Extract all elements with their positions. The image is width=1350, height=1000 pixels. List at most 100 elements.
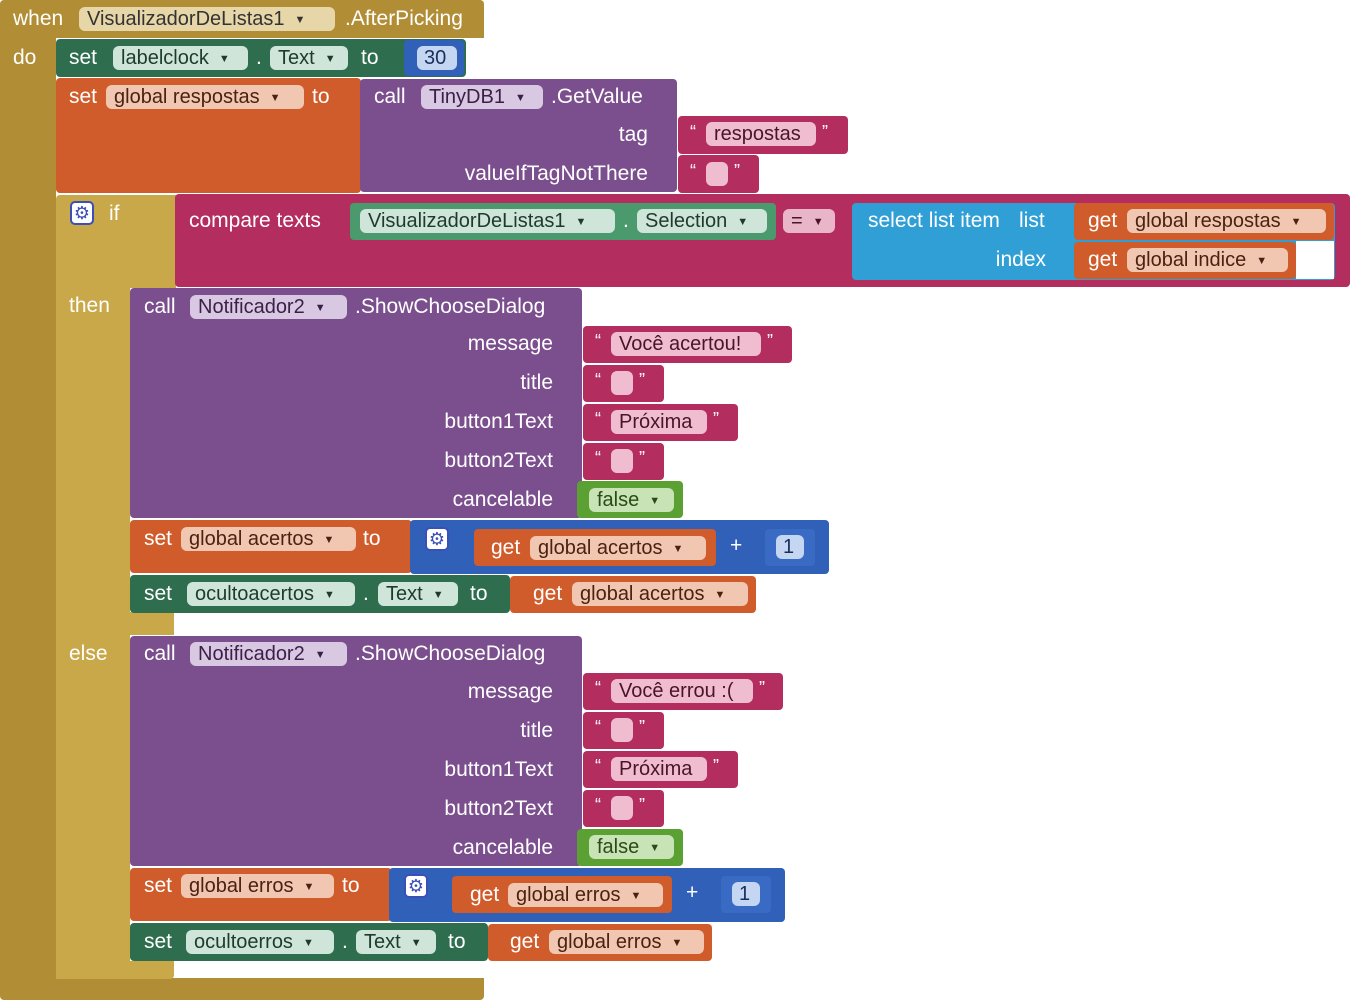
set-label: set xyxy=(69,85,98,108)
ocultoerros-dropdown[interactable]: ocultoerros▼ xyxy=(186,930,334,954)
dot-label: . xyxy=(363,582,369,605)
select-list-item-blank xyxy=(1296,241,1334,279)
set-label: set xyxy=(144,930,173,953)
then-label: then xyxy=(69,294,110,317)
quote-close: ” xyxy=(713,409,719,429)
list-label: list xyxy=(1019,209,1045,232)
if-block-bottom xyxy=(56,961,174,979)
event-component-dropdown[interactable]: VisualizadorDeListas1▼ xyxy=(79,7,335,31)
showchoosedialog-method-label: .ShowChooseDialog xyxy=(355,295,546,318)
get-indice-dropdown[interactable]: global indice▼ xyxy=(1127,248,1288,272)
get-acertos-dropdown-2[interactable]: global acertos▼ xyxy=(572,582,748,606)
call-label: call xyxy=(374,85,406,108)
quote-open: “ xyxy=(595,678,601,698)
call-label: call xyxy=(144,295,176,318)
set-label: set xyxy=(144,874,173,897)
text-value-title-else[interactable] xyxy=(611,718,633,742)
set-label: set xyxy=(144,582,173,605)
valueiftagnotthere-label: valueIfTagNotThere xyxy=(464,162,648,185)
when-label: when xyxy=(13,7,64,30)
to-label: to xyxy=(312,85,330,108)
text-value-button2-else[interactable] xyxy=(611,796,633,820)
labelclock-property-dropdown[interactable]: Text▼ xyxy=(270,46,348,70)
showchoosedialog-then-block[interactable] xyxy=(130,288,582,518)
number-value-1-acertos[interactable]: 1 xyxy=(776,535,804,559)
get-label: get xyxy=(491,536,521,559)
get-label: get xyxy=(510,930,540,953)
quote-close: ” xyxy=(822,122,828,142)
to-label: to xyxy=(361,46,379,69)
button1text-label: button1Text xyxy=(444,758,553,781)
to-label: to xyxy=(470,582,488,605)
add-mutator-gear-icon[interactable] xyxy=(404,874,428,898)
quote-open: “ xyxy=(595,409,601,429)
quote-open: “ xyxy=(595,331,601,351)
number-value-1-erros[interactable]: 1 xyxy=(732,882,760,906)
button2text-label: button2Text xyxy=(444,797,553,820)
selection-property-dropdown[interactable]: Selection▼ xyxy=(637,209,767,233)
event-block-bottom xyxy=(0,978,484,1000)
ocultoerros-property-dropdown[interactable]: Text▼ xyxy=(356,930,436,954)
showchoosedialog-else-block[interactable] xyxy=(130,636,582,866)
labelclock-dropdown[interactable]: labelclock▼ xyxy=(113,46,248,70)
plus-label: + xyxy=(730,534,743,557)
cancelable-label: cancelable xyxy=(452,488,553,511)
button2text-label: button2Text xyxy=(444,449,553,472)
if-mutator-gear-icon[interactable] xyxy=(70,201,94,225)
text-value-empty[interactable] xyxy=(706,162,728,186)
quote-close: ” xyxy=(759,678,765,698)
cancelable-else-dropdown[interactable]: false▼ xyxy=(589,835,674,859)
quote-open: “ xyxy=(690,122,696,142)
notificador-else-dropdown[interactable]: Notificador2▼ xyxy=(190,642,347,666)
title-label: title xyxy=(520,719,553,742)
respostas-var-dropdown[interactable]: global respostas▼ xyxy=(106,85,304,109)
quote-close: ” xyxy=(713,756,719,776)
get-respostas-dropdown[interactable]: global respostas▼ xyxy=(1127,209,1326,233)
ocultoacertos-property-dropdown[interactable]: Text▼ xyxy=(378,582,458,606)
text-value-message-else[interactable]: Você errou :( xyxy=(611,679,753,703)
get-acertos-dropdown[interactable]: global acertos▼ xyxy=(530,536,706,560)
text-value-button1-then[interactable]: Próxima xyxy=(611,410,707,434)
text-value-respostas[interactable]: respostas xyxy=(706,122,816,146)
get-label: get xyxy=(1088,209,1118,232)
compare-operator-dropdown[interactable]: =▼ xyxy=(783,209,835,233)
text-value-title-then[interactable] xyxy=(611,371,633,395)
add-mutator-gear-icon[interactable] xyxy=(425,527,449,551)
get-label: get xyxy=(533,582,563,605)
get-erros-dropdown[interactable]: global erros▼ xyxy=(508,883,663,907)
acertos-var-dropdown[interactable]: global acertos▼ xyxy=(181,527,356,551)
text-value-button1-else[interactable]: Próxima xyxy=(611,757,707,781)
if-block-then-connector xyxy=(56,612,174,635)
event-block-left-rail xyxy=(0,37,56,987)
select-list-item-label: select list item xyxy=(868,209,1000,232)
dot-label: . xyxy=(342,930,348,953)
set-label: set xyxy=(144,527,173,550)
quote-close: ” xyxy=(639,717,645,737)
selection-component-dropdown[interactable]: VisualizadorDeListas1▼ xyxy=(360,209,615,233)
set-label: set xyxy=(69,46,98,69)
notificador-then-dropdown[interactable]: Notificador2▼ xyxy=(190,295,347,319)
erros-var-dropdown[interactable]: global erros▼ xyxy=(181,874,334,898)
compare-texts-label: compare texts xyxy=(189,209,321,232)
quote-open: “ xyxy=(690,161,696,181)
quote-open: “ xyxy=(595,370,601,390)
cancelable-then-dropdown[interactable]: false▼ xyxy=(589,488,674,512)
button1text-label: button1Text xyxy=(444,410,553,433)
showchoosedialog-method-label: .ShowChooseDialog xyxy=(355,642,546,665)
get-erros-dropdown-2[interactable]: global erros▼ xyxy=(549,930,704,954)
get-label: get xyxy=(470,883,500,906)
number-value-30[interactable]: 30 xyxy=(417,46,457,70)
ocultoacertos-dropdown[interactable]: ocultoacertos▼ xyxy=(187,582,355,606)
message-label: message xyxy=(467,332,553,355)
title-label: title xyxy=(520,371,553,394)
to-label: to xyxy=(363,527,381,550)
tinydb-dropdown[interactable]: TinyDB1▼ xyxy=(421,85,543,109)
dot-label: . xyxy=(256,46,262,69)
quote-open: “ xyxy=(595,717,601,737)
tag-label: tag xyxy=(618,123,648,146)
to-label: to xyxy=(448,930,466,953)
else-label: else xyxy=(69,642,108,665)
index-label: index xyxy=(995,248,1046,271)
text-value-button2-then[interactable] xyxy=(611,449,633,473)
text-value-message-then[interactable]: Você acertou! xyxy=(611,332,761,356)
